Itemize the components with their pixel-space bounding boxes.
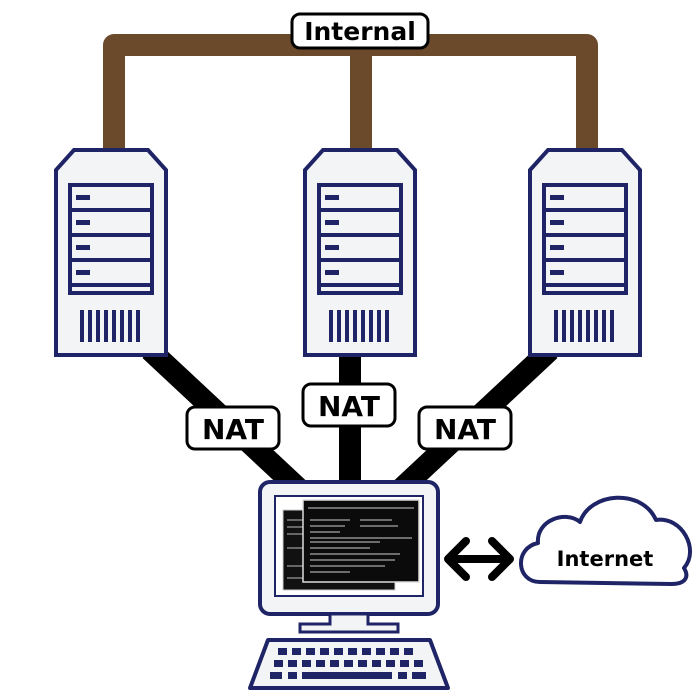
server-icon-left (54, 148, 168, 357)
nat-label-middle: NAT (301, 382, 397, 428)
cloud-icon: Internet (519, 495, 692, 586)
internal-label: Internal (290, 12, 430, 50)
svg-text:NAT: NAT (318, 390, 380, 423)
internal-network-link (103, 34, 598, 160)
nat-label-right: NAT (417, 405, 513, 451)
double-arrow-icon (444, 537, 514, 581)
svg-text:NAT: NAT (202, 413, 264, 446)
server-icon-middle (303, 148, 417, 357)
server-icon-right (528, 148, 642, 357)
nat-label-left: NAT (185, 405, 281, 451)
svg-text:Internal: Internal (304, 17, 416, 46)
keyboard-icon (248, 638, 450, 690)
internet-label: Internet (557, 547, 654, 571)
computer-icon (258, 480, 440, 634)
terminal-window-front (302, 499, 420, 583)
svg-text:NAT: NAT (434, 413, 496, 446)
